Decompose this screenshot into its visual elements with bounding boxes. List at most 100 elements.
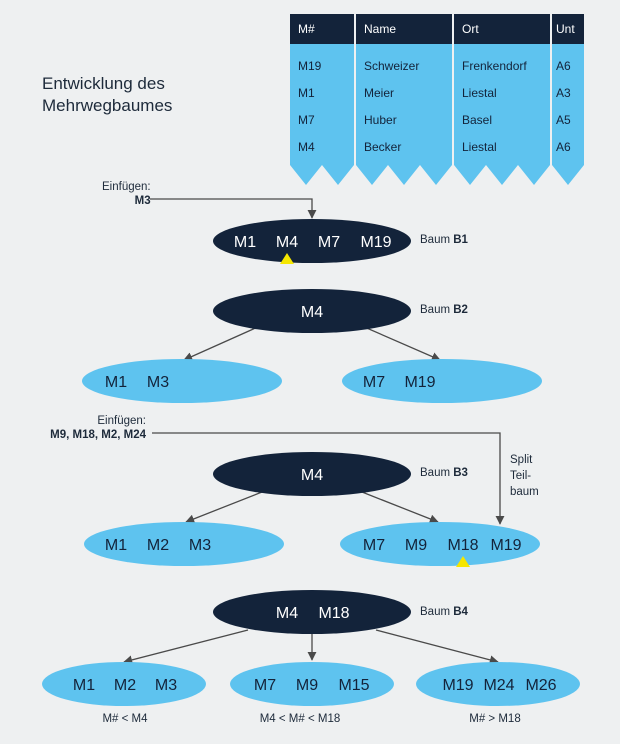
insert-marker-b3	[456, 556, 470, 567]
title-line-2: Mehrwegbaumes	[42, 96, 173, 115]
key-text: M2	[114, 677, 136, 694]
split-note-line: baum	[510, 486, 539, 498]
key-text: M26	[525, 677, 556, 694]
key-text: M1	[105, 537, 127, 554]
key-text: M19	[360, 234, 391, 251]
node-b2-root	[213, 289, 411, 333]
edge-b4-right	[375, 629, 499, 665]
table-cell: M7	[298, 113, 315, 127]
table-cell: Becker	[364, 140, 402, 154]
insert-connector-2	[152, 432, 505, 525]
edge-b2-left	[183, 325, 261, 361]
insert-connector-1	[150, 198, 317, 219]
table-cell: M4	[298, 140, 315, 154]
table-body-name: Schweizer Meier Huber Becker	[356, 44, 452, 163]
insert-label-text: Einfügen:	[97, 415, 146, 427]
node-b4-left	[42, 662, 206, 706]
key-text: M7	[254, 677, 276, 694]
table-cell: A6	[556, 140, 571, 154]
table-column-name: Name Schweizer Meier Huber Becker	[356, 14, 452, 185]
key-text: M19	[442, 677, 473, 694]
table-cell: Frenkendorf	[462, 59, 527, 73]
key-text: M1	[234, 234, 256, 251]
table-cell: Huber	[364, 113, 397, 127]
table-cell: Liestal	[462, 140, 497, 154]
table-cell: M1	[298, 86, 315, 100]
table-column-ort: Ort Frenkendorf Liestal Basel Liestal	[454, 14, 550, 185]
node-b4-right	[416, 662, 580, 706]
tree-label-b4: Baum B4	[420, 606, 468, 618]
table-body-unt: A6 A3 A5 A6	[552, 44, 584, 163]
tree-label-name: B3	[453, 467, 468, 479]
edge-b3-right	[361, 491, 439, 524]
table-header-unt: Unt	[552, 14, 584, 44]
table-cell: A6	[556, 59, 571, 73]
table-cell: Liestal	[462, 86, 497, 100]
node-b3-left	[84, 522, 284, 566]
insert-label-1: Einfügen: M3	[102, 180, 151, 208]
tree-label-name: B4	[453, 606, 468, 618]
table-cell: A5	[556, 113, 571, 127]
table-cell: Meier	[364, 86, 395, 100]
edge-b3-left	[185, 491, 263, 524]
range-label-left: M# < M4	[102, 713, 148, 725]
key-text: M3	[147, 374, 169, 391]
table-zigzag-edge	[454, 163, 550, 185]
key-text: M7	[318, 234, 340, 251]
tree-label-prefix: Baum	[420, 304, 454, 316]
tree-label-prefix: Baum	[420, 606, 454, 618]
edge-b4-left	[123, 629, 249, 665]
key-text: M19	[490, 537, 521, 554]
table-cell: Schweizer	[364, 59, 420, 73]
tree-label-name: B2	[453, 304, 468, 316]
tree-label-prefix: Baum	[420, 234, 454, 246]
table-zigzag-edge	[290, 163, 354, 185]
table-header-ort: Ort	[454, 14, 550, 44]
key-text: M4	[276, 234, 298, 251]
table-cell: M19	[298, 59, 322, 73]
table-column-mnr: M# M19 M1 M7 M4	[290, 14, 354, 185]
tree-label-b2: Baum B2	[420, 304, 468, 316]
table-cell: A3	[556, 86, 571, 100]
key-text: M7	[363, 374, 385, 391]
tree-label-name: B1	[453, 234, 468, 246]
key-text: M9	[405, 537, 427, 554]
node-b2-left	[82, 359, 282, 403]
range-label-right: M# > M18	[469, 713, 521, 725]
node-b1-root	[213, 219, 411, 263]
split-note-line: Split	[510, 454, 533, 466]
key-text: M9	[296, 677, 318, 694]
key-text: M18	[318, 605, 349, 622]
title-line-1: Entwicklung des	[42, 74, 165, 93]
table-zigzag-edge	[356, 163, 452, 185]
key-text: M3	[155, 677, 177, 694]
insert-marker-b1	[280, 253, 294, 264]
table-column-unt: Unt A6 A3 A5 A6	[552, 14, 584, 185]
insert-label-text: Einfügen:	[102, 181, 151, 193]
tree-label-b1: Baum B1	[420, 234, 468, 246]
key-text: M15	[338, 677, 369, 694]
node-b3-right	[340, 522, 540, 566]
table-body-mnr: M19 M1 M7 M4	[290, 44, 354, 163]
tree-label-prefix: Baum	[420, 467, 454, 479]
key-text: M4	[301, 467, 323, 484]
key-text: M1	[73, 677, 95, 694]
range-label-middle: M4 < M# < M18	[259, 713, 341, 725]
key-text: M24	[483, 677, 514, 694]
node-b3-root	[213, 452, 411, 496]
node-b2-right	[342, 359, 542, 403]
key-text: M19	[404, 374, 435, 391]
split-note: Split Teil- baum	[510, 452, 539, 500]
tree-label-b3: Baum B3	[420, 467, 468, 479]
key-text: M1	[105, 374, 127, 391]
table-zigzag-edge	[552, 163, 584, 185]
key-text: M3	[189, 537, 211, 554]
diagram-title: Entwicklung des Mehrwegbaumes	[42, 73, 172, 117]
node-b4-middle	[230, 662, 394, 706]
split-note-line: Teil-	[510, 470, 532, 482]
key-text: M7	[363, 537, 385, 554]
table-header-name: Name	[356, 14, 452, 44]
key-text: M4	[276, 605, 298, 622]
